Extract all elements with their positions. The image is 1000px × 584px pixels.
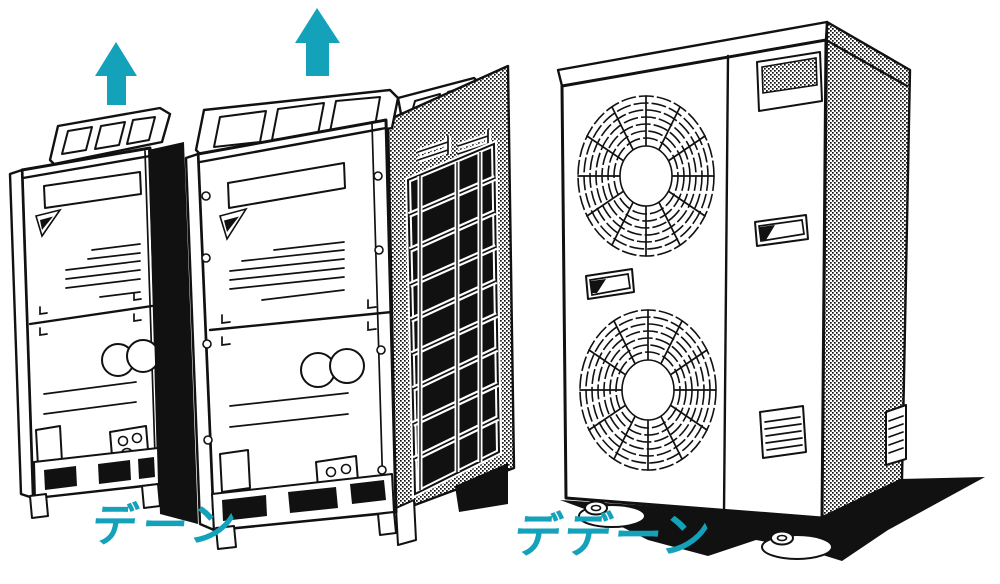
- sound-label-right: デデーン: [511, 508, 715, 564]
- louver-lines: [229, 241, 345, 301]
- top-fan-guard: [48, 106, 172, 166]
- fan-hub: [619, 145, 673, 207]
- ground-shadow: [560, 477, 985, 561]
- pipe-knockout: [329, 348, 365, 384]
- vent-grille-top: [756, 51, 823, 112]
- outdoor-unit-back: [8, 106, 172, 519]
- handle-recess: [585, 268, 635, 300]
- up-arrow-icon: [95, 42, 137, 105]
- panel-seam: [28, 304, 154, 326]
- panel-seam: [722, 54, 730, 514]
- handle-recess: [754, 214, 809, 247]
- fan-hub: [621, 359, 675, 421]
- side-foot-shadow: [455, 463, 508, 512]
- fan-grille-top: [577, 95, 715, 257]
- brand-logo: [34, 208, 62, 238]
- corner-leg: [395, 499, 417, 546]
- nameplate: [227, 162, 346, 209]
- foot: [578, 500, 646, 528]
- fan-grille-bottom: [579, 309, 717, 471]
- sound-label-left: デーン: [89, 498, 243, 552]
- mount-tab: [219, 449, 251, 493]
- foot: [377, 511, 397, 536]
- outdoor-unit-front: [184, 64, 516, 550]
- heat-exchanger-grille: [404, 139, 503, 499]
- left-units-group: [8, 8, 516, 550]
- louver-lines: [65, 243, 141, 298]
- nameplate: [43, 171, 142, 209]
- side-discharge-unit: [556, 20, 985, 561]
- vent-grille-bottom: [759, 405, 807, 459]
- unit-gap-shadow: [148, 142, 198, 524]
- up-arrow-icon: [295, 8, 340, 76]
- brand-logo: [218, 207, 248, 241]
- foot: [29, 493, 49, 519]
- panel-seam: [208, 310, 394, 332]
- side-vent-grille: [885, 404, 907, 466]
- foot: [215, 525, 237, 550]
- pipe-knockout: [126, 339, 160, 373]
- foot: [761, 530, 833, 560]
